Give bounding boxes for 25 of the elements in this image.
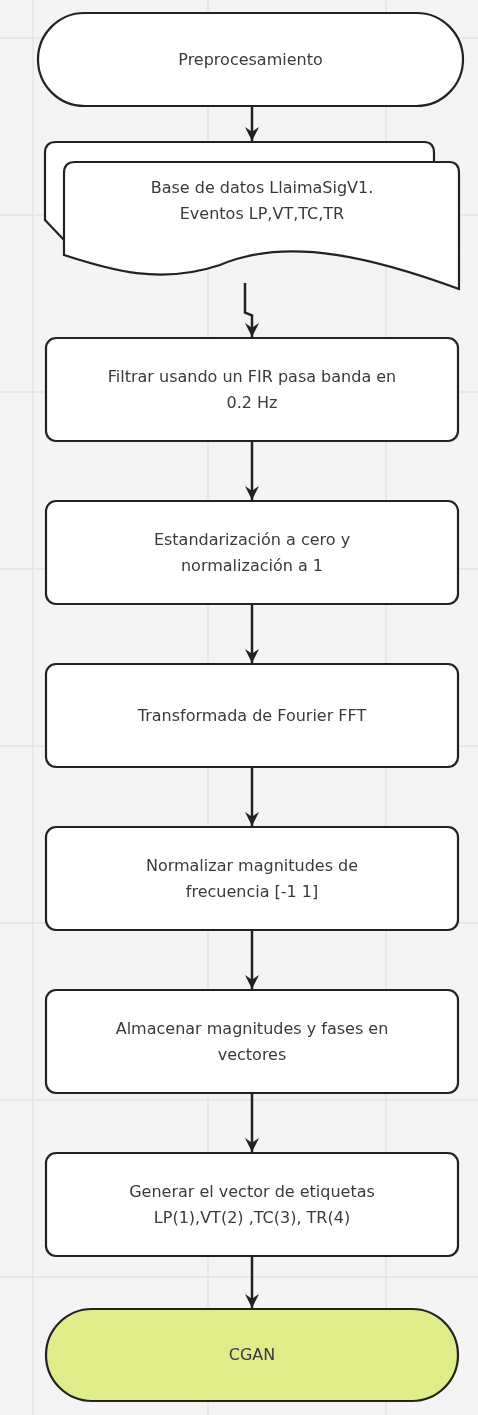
terminal-shape <box>37 12 464 107</box>
process-box <box>45 337 459 442</box>
node-label: Transformada de Fourier FFT <box>137 704 367 727</box>
process-box <box>45 826 459 931</box>
node-label: Almacenar magnitudes y fases en vectores <box>114 1017 390 1066</box>
arrow <box>245 931 259 989</box>
arrow <box>245 1257 259 1308</box>
node-label: Base de datos LlaimaSigV1. Eventos LP,VT,TC,TR <box>149 176 375 225</box>
process-box <box>45 663 459 768</box>
arrow <box>245 442 259 500</box>
node-label: Normalizar magnitudes de frecuencia [-1 1] <box>144 854 360 903</box>
arrow <box>245 768 259 826</box>
node-label: Estandarización a cero y normalización a 1 <box>152 528 352 577</box>
process-box <box>45 1152 459 1257</box>
arrow <box>245 605 259 663</box>
multi-document-shape <box>44 141 460 290</box>
node-label: Preprocesamiento <box>178 48 323 71</box>
arrow <box>245 107 259 141</box>
node-label: CGAN <box>228 1344 276 1367</box>
arrow <box>245 1094 259 1152</box>
process-box <box>45 989 459 1094</box>
process-box <box>45 500 459 605</box>
arrow <box>243 283 259 337</box>
node-label: Filtrar usando un FIR pasa banda en 0.2 Hz <box>107 365 397 414</box>
node-label: Generar el vector de etiquetas LP(1),VT(2) ,TC(3), TR(4) <box>128 1180 376 1229</box>
